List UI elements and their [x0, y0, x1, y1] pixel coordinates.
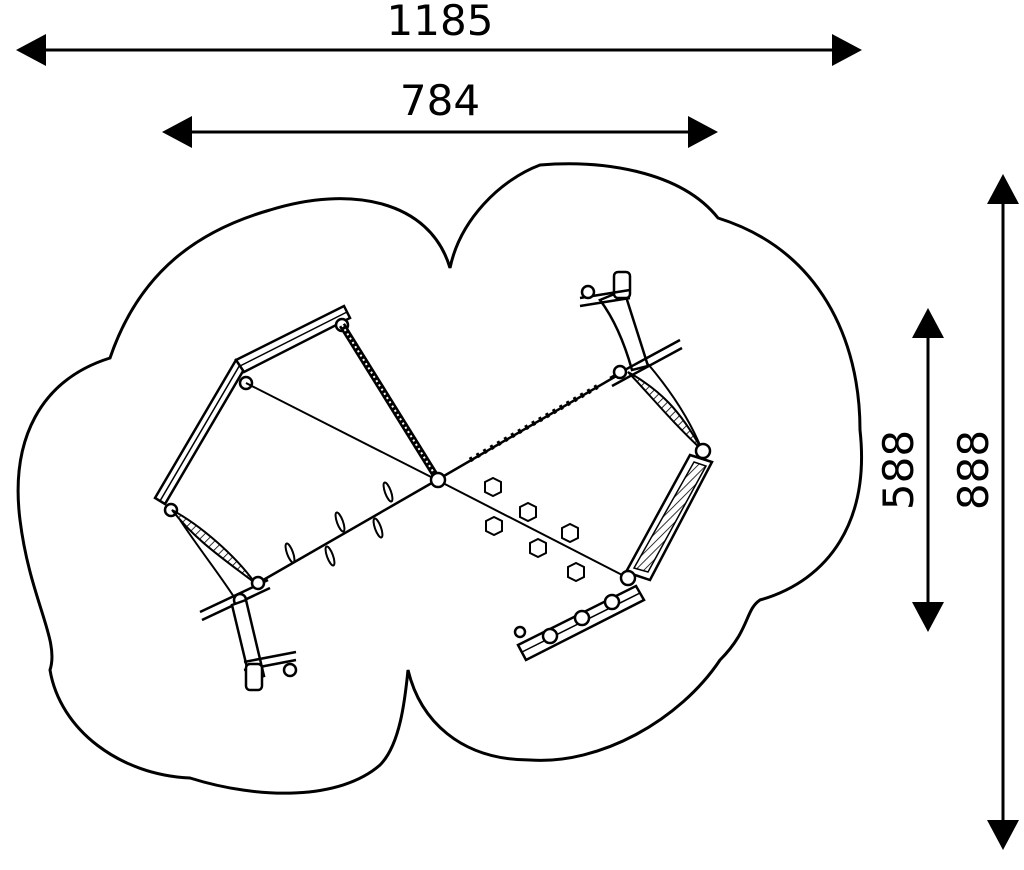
hexagon-holds [484, 476, 585, 583]
spiral-climbers [284, 481, 394, 567]
safety-zone-outline [16, 162, 863, 795]
top-left-beam-frame [153, 304, 352, 518]
dimension-overall-depth: 888 [949, 174, 1019, 850]
lower-right-log [513, 584, 646, 662]
overall-width-label: 1185 [387, 0, 494, 45]
lower-left-post [199, 575, 298, 692]
right-climbing-net [624, 453, 714, 582]
lower-right-node [619, 569, 637, 587]
structure-depth-label: 588 [874, 430, 923, 510]
center-rope-ladder [339, 323, 440, 480]
center-node [429, 471, 447, 489]
dimension-structure-depth: 588 [874, 308, 944, 632]
dimension-overall-width: 1185 [16, 0, 862, 66]
upper-right-net [627, 363, 703, 451]
lower-left-net [171, 509, 256, 601]
structure-width-label: 784 [400, 76, 480, 125]
dimension-structure-width: 784 [162, 76, 718, 148]
cross-cables [245, 373, 629, 585]
upper-right-post [579, 270, 683, 388]
overall-depth-label: 888 [949, 430, 998, 510]
right-node [694, 442, 712, 460]
